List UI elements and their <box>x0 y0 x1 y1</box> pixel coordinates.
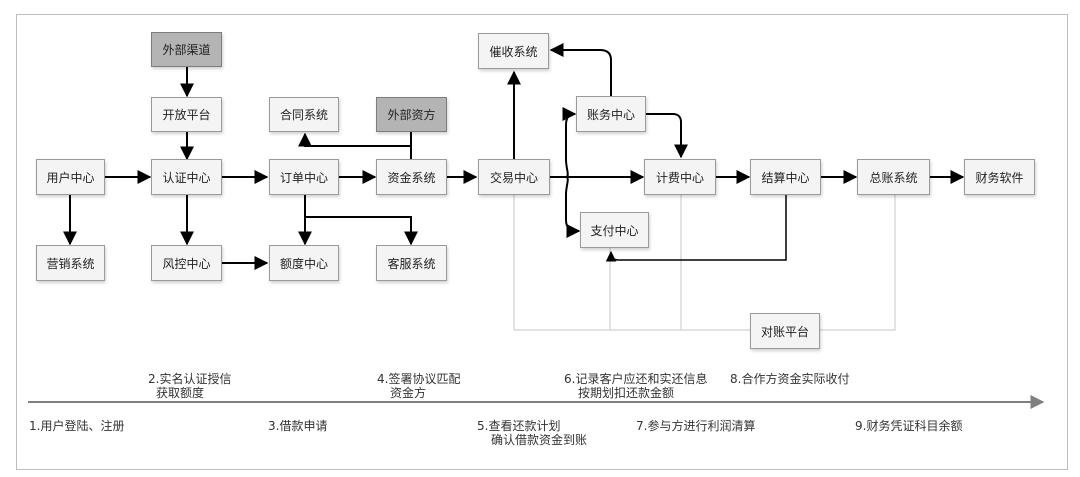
ledger-system-node: 总账系统 <box>857 159 930 195</box>
external-funding-node: 外部资方 <box>376 97 447 132</box>
step-5-label: 5.查看还款计划 确认借款资金到账 <box>477 419 587 447</box>
external-channel-node: 外部渠道 <box>151 32 222 67</box>
step-1-label: 1.用户登陆、注册 <box>29 419 124 433</box>
step-2-line-1: 2.实名认证授信 <box>148 372 232 386</box>
step-8-label: 8.合作方资金实际收付 <box>730 372 849 386</box>
step-2-line-2: 获取额度 <box>156 386 205 400</box>
finance-software-node: 财务软件 <box>964 159 1035 195</box>
contract-system-node: 合同系统 <box>269 97 339 132</box>
step-6-line-1: 6.记录客户应还和实还信息 <box>564 372 708 386</box>
quota-center-node: 额度中心 <box>269 245 339 281</box>
step-3-line-1: 3.借款申请 <box>268 419 328 433</box>
step-4-line-1: 4.签署协议匹配 <box>377 372 461 386</box>
step-3-label: 3.借款申请 <box>268 419 327 433</box>
auth-center-node: 认证中心 <box>151 159 222 195</box>
step-7-label: 7.参与方进行利润清算 <box>636 419 755 433</box>
step-4-line-2: 资金方 <box>390 386 427 400</box>
reconciliation-lines <box>513 195 896 331</box>
settlement-center-node: 结算中心 <box>750 159 821 195</box>
payment-center-node: 支付中心 <box>580 212 649 248</box>
step-8-line-1: 8.合作方资金实际收付 <box>730 372 850 386</box>
customer-service-node: 客服系统 <box>376 245 447 281</box>
user-center-node: 用户中心 <box>36 159 105 195</box>
trade-center-node: 交易中心 <box>478 159 550 195</box>
step-5-line-2: 确认借款资金到账 <box>491 433 588 447</box>
step-9-line-1: 9.财务凭证科目余额 <box>855 419 963 433</box>
step-7-line-1: 7.参与方进行利润清算 <box>636 419 756 433</box>
billing-center-node: 计费中心 <box>644 159 716 195</box>
account-center-node: 账务中心 <box>576 96 646 132</box>
marketing-system-node: 营销系统 <box>36 245 105 281</box>
funding-system-node: 资金系统 <box>376 159 447 195</box>
reconciliation-platform-node: 对账平台 <box>750 313 820 349</box>
settlement-to-payment-arrow <box>605 195 787 262</box>
step-5-line-1: 5.查看还款计划 <box>477 419 561 433</box>
step-9-label: 9.财务凭证科目余额 <box>855 419 962 433</box>
flow-arrows <box>63 43 965 270</box>
step-6-label: 6.记录客户应还和实还信息 按期划扣还款金额 <box>564 372 707 400</box>
step-2-label: 2.实名认证授信 获取额度 <box>148 372 231 400</box>
collection-system-node: 催收系统 <box>478 33 549 69</box>
step-4-label: 4.签署协议匹配 资金方 <box>377 372 460 400</box>
step-1-line-1: 1.用户登陆、注册 <box>29 419 125 433</box>
step-6-line-2: 按期划扣还款金额 <box>578 386 675 400</box>
open-platform-node: 开放平台 <box>151 97 222 132</box>
risk-center-node: 风控中心 <box>151 245 222 281</box>
order-center-node: 订单中心 <box>269 159 339 195</box>
